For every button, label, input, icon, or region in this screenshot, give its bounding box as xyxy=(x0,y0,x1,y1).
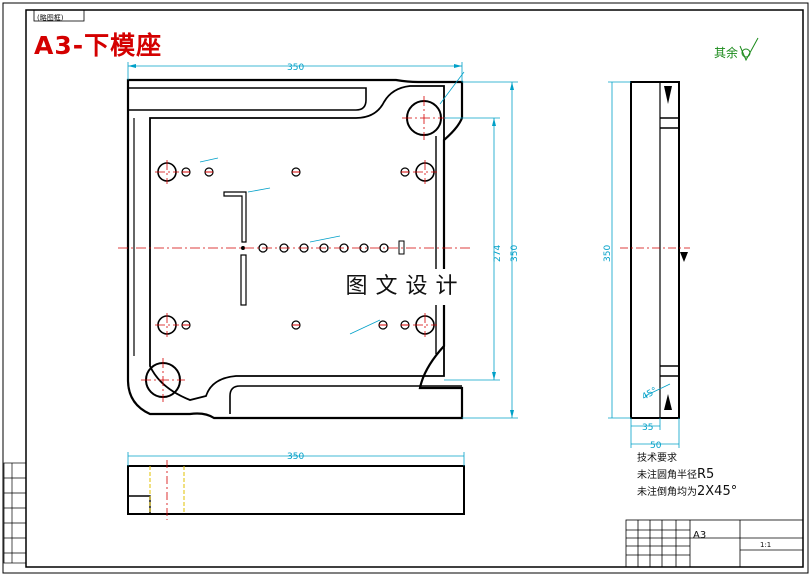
bottom-rail xyxy=(229,385,462,414)
tech-line-2: 未注倒角均为2X45° xyxy=(637,484,737,501)
dim-side-height: 350 xyxy=(603,245,613,262)
front-hidden-lines xyxy=(149,466,185,514)
title-block xyxy=(625,519,804,568)
title-block-scale: 1:1 xyxy=(760,541,772,549)
tech-line-1-value: R5 xyxy=(697,467,715,482)
top-tab xyxy=(33,9,85,22)
plate-pocket xyxy=(149,85,445,401)
dim-front-width: 350 xyxy=(287,452,304,462)
front-dimension xyxy=(127,452,465,466)
l-slot xyxy=(223,191,247,243)
front-step xyxy=(128,495,151,514)
dim-right-height: 350 xyxy=(510,245,520,262)
vertical-slot xyxy=(240,254,247,306)
side-dimensions xyxy=(608,81,680,448)
tech-heading: 技术要求 xyxy=(637,453,677,464)
side-marker-bottom xyxy=(664,394,672,410)
drawing-frame xyxy=(25,9,804,568)
tech-line-2-value: 2X45° xyxy=(697,484,738,499)
plate-outline xyxy=(126,78,464,420)
top-rail xyxy=(128,87,367,111)
roughness-note: 其余 xyxy=(714,46,739,60)
dim-side-inner: 35 xyxy=(642,423,653,433)
top-view xyxy=(118,62,518,420)
side-outline xyxy=(630,81,680,419)
dimension-arrows xyxy=(128,64,514,418)
dim-top-width: 350 xyxy=(287,63,304,73)
hole-marks xyxy=(182,171,409,326)
tech-requirements: 技术要求 未注圆角半径R5 未注倒角均为2X45° xyxy=(637,451,737,501)
tech-line-1-prefix: 未注圆角半径 xyxy=(637,470,697,481)
watermark: 图文设计 xyxy=(333,269,478,305)
tech-line-2-prefix: 未注倒角均为 xyxy=(637,487,697,498)
dim-inner-height: 274 xyxy=(493,245,503,262)
small-slot xyxy=(398,240,405,255)
side-view xyxy=(608,81,690,448)
top-tab-label: (略图框) xyxy=(37,14,64,22)
front-view xyxy=(127,452,465,520)
side-marker-top xyxy=(664,86,672,104)
left-margin-table xyxy=(3,462,27,564)
roughness-symbol xyxy=(739,37,759,62)
dim-chamfer: 45° xyxy=(641,386,660,403)
tech-line-1: 未注圆角半径R5 xyxy=(637,467,737,484)
drawing-title: A3-下模座 xyxy=(34,31,163,60)
center-lines xyxy=(118,96,472,402)
title-block-format: A3 xyxy=(693,530,707,541)
front-outline xyxy=(127,465,465,515)
center-point xyxy=(241,246,245,250)
dim-side-total: 50 xyxy=(650,441,662,451)
dimension-lines xyxy=(127,62,518,419)
side-step-top xyxy=(660,117,680,377)
side-marker-mid xyxy=(680,252,688,262)
